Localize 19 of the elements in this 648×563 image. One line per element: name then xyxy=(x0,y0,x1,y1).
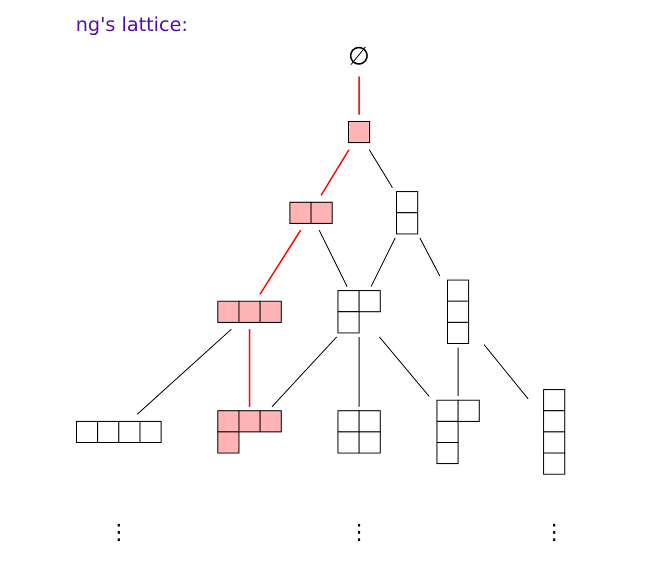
label: ⋮ xyxy=(108,519,129,544)
connector xyxy=(358,76,360,115)
connector xyxy=(457,347,458,396)
label: ⋮ xyxy=(543,519,564,544)
connector xyxy=(320,149,350,196)
diagram-title: ng's lattice: xyxy=(75,13,188,36)
label: ⋮ xyxy=(348,519,370,544)
connector xyxy=(483,344,528,400)
connector xyxy=(418,238,440,276)
connector xyxy=(378,336,430,397)
connector xyxy=(368,149,392,188)
connector xyxy=(248,329,250,407)
connector xyxy=(358,336,360,408)
node-text: ∅ xyxy=(348,42,370,71)
connector xyxy=(370,238,396,288)
connector xyxy=(318,230,348,288)
connector xyxy=(136,328,232,415)
connector xyxy=(270,336,337,408)
connector xyxy=(258,230,301,295)
